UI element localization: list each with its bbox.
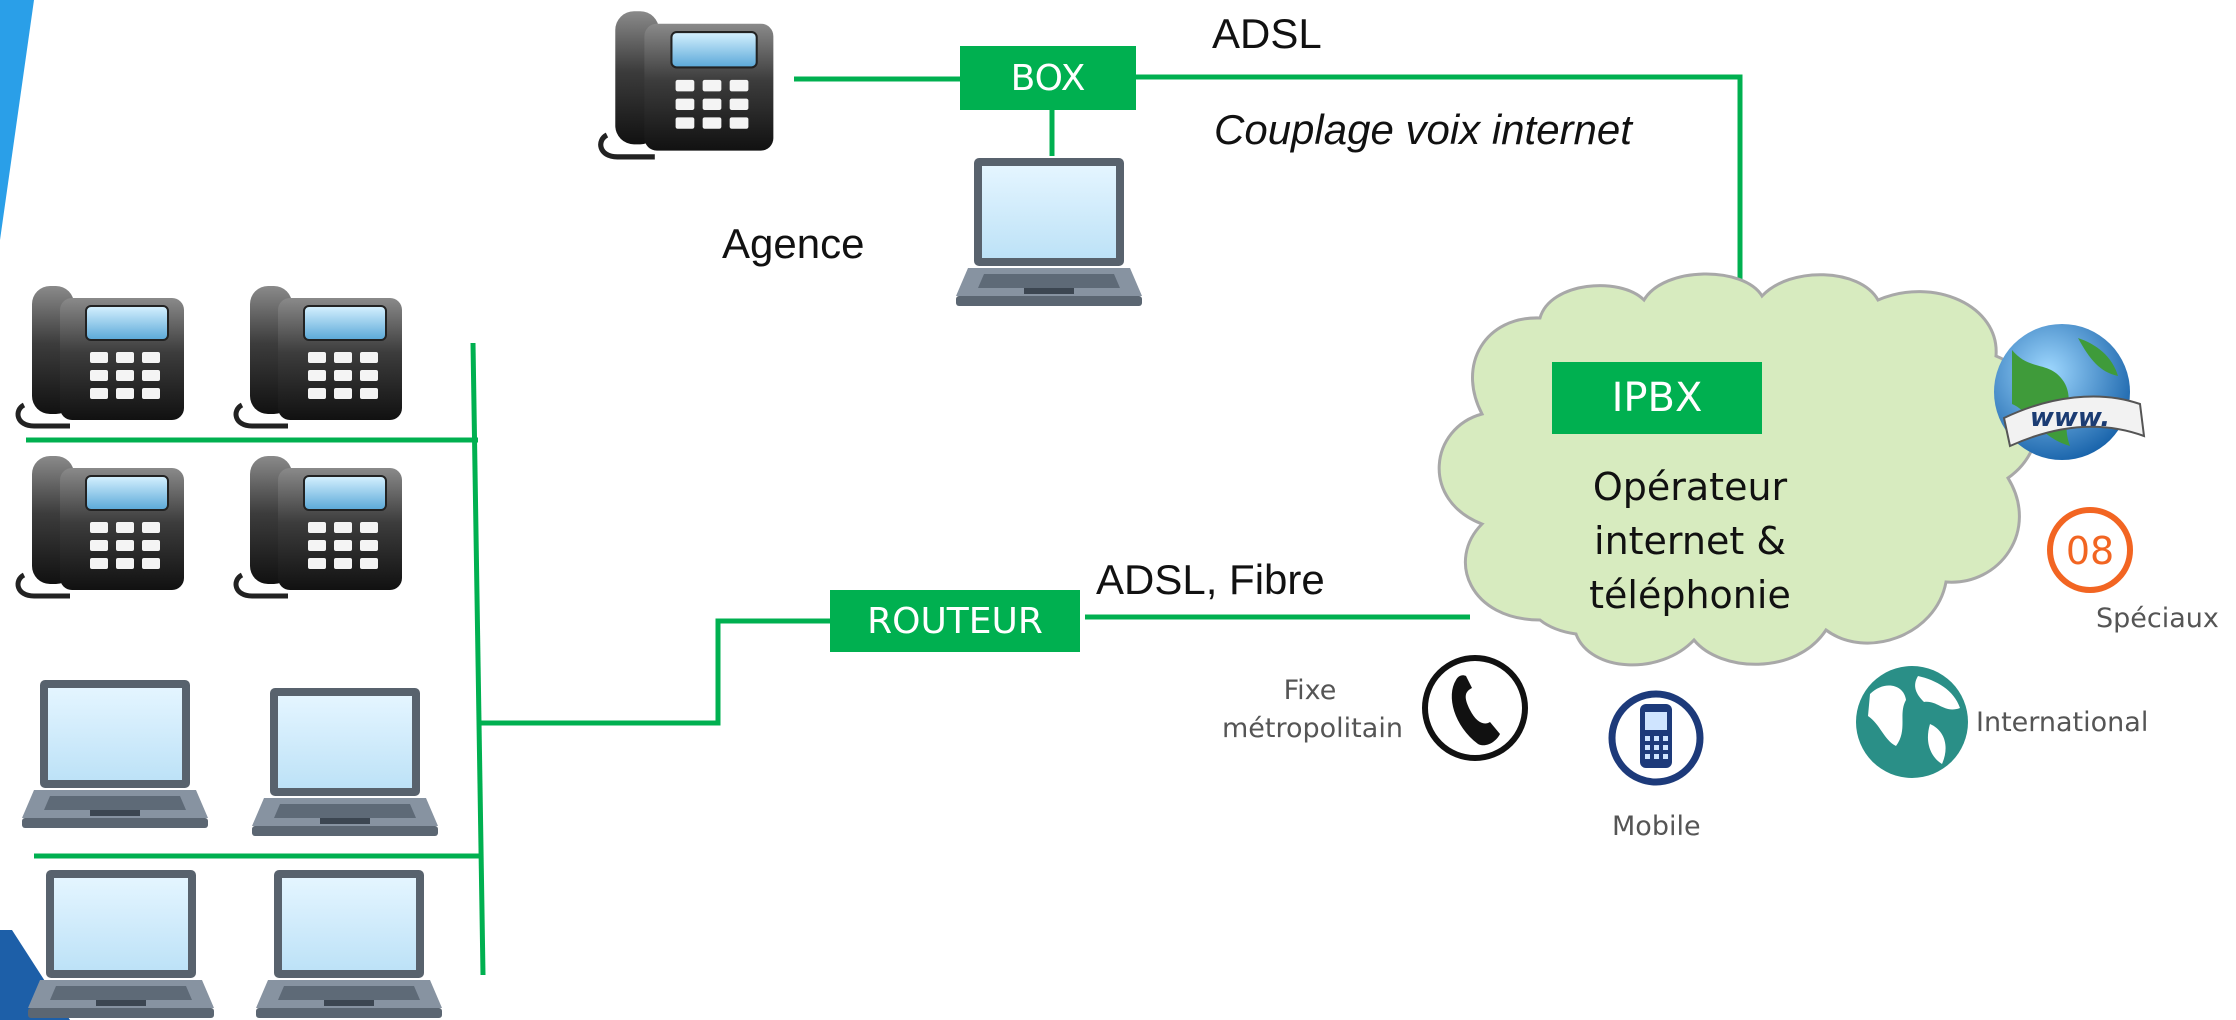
accent-corner-top [0, 0, 34, 240]
special-number-text: 08 [2066, 529, 2114, 573]
hq-devices [18, 286, 442, 1018]
mobile-label: Mobile [1612, 811, 1701, 842]
box-gateway-label: BOX [960, 46, 1136, 110]
fixed-line-label-line-1: Fixe [1283, 675, 1337, 706]
desk-phone-icon [236, 286, 402, 426]
router-label: ROUTEUR [830, 590, 1080, 652]
agency-link-adsl-label: ADSL [1212, 10, 1322, 57]
laptop-icon [28, 870, 214, 1018]
desk-phone-icon [18, 286, 184, 426]
ipbx-label: IPBX [1552, 362, 1762, 434]
link-lines [26, 74, 1743, 976]
fixed-line-label: Fixe métropolitain [1222, 672, 1403, 748]
operator-description: Opérateur internet & téléphonie [1570, 460, 1810, 622]
link-box-cloud [1136, 74, 1743, 313]
special-numbers-label: Spéciaux [2096, 603, 2219, 634]
fixed-line-label-line-2: métropolitain [1222, 713, 1403, 744]
operator-line-2: internet & [1594, 519, 1786, 563]
hq-link-label: ADSL, Fibre [1096, 556, 1325, 603]
laptop-icon [256, 870, 442, 1018]
laptop-icon [252, 688, 438, 836]
www-text: www. [2030, 403, 2110, 433]
desk-phone-icon [601, 11, 774, 157]
agency-site-label: Agence [722, 220, 865, 267]
laptop-icon [956, 158, 1142, 306]
mobile-phone-icon [1608, 690, 1704, 786]
operator-line-1: Opérateur [1592, 465, 1788, 509]
desk-phone-icon [18, 456, 184, 596]
special-numbers-icon: 08 [2047, 507, 2133, 593]
operator-line-3: téléphonie [1589, 573, 1791, 617]
desk-phone-icon [236, 456, 402, 596]
link-bus-router [480, 618, 830, 726]
agency-link-coupling-label: Couplage voix internet [1214, 106, 1632, 153]
globe-www-icon: www. [1994, 324, 2146, 460]
international-globe-icon [1856, 666, 1968, 778]
international-label: International [1976, 707, 2149, 738]
laptop-icon [22, 680, 208, 828]
link-hq-bus [470, 342, 486, 976]
landline-handset-icon [1422, 655, 1528, 761]
